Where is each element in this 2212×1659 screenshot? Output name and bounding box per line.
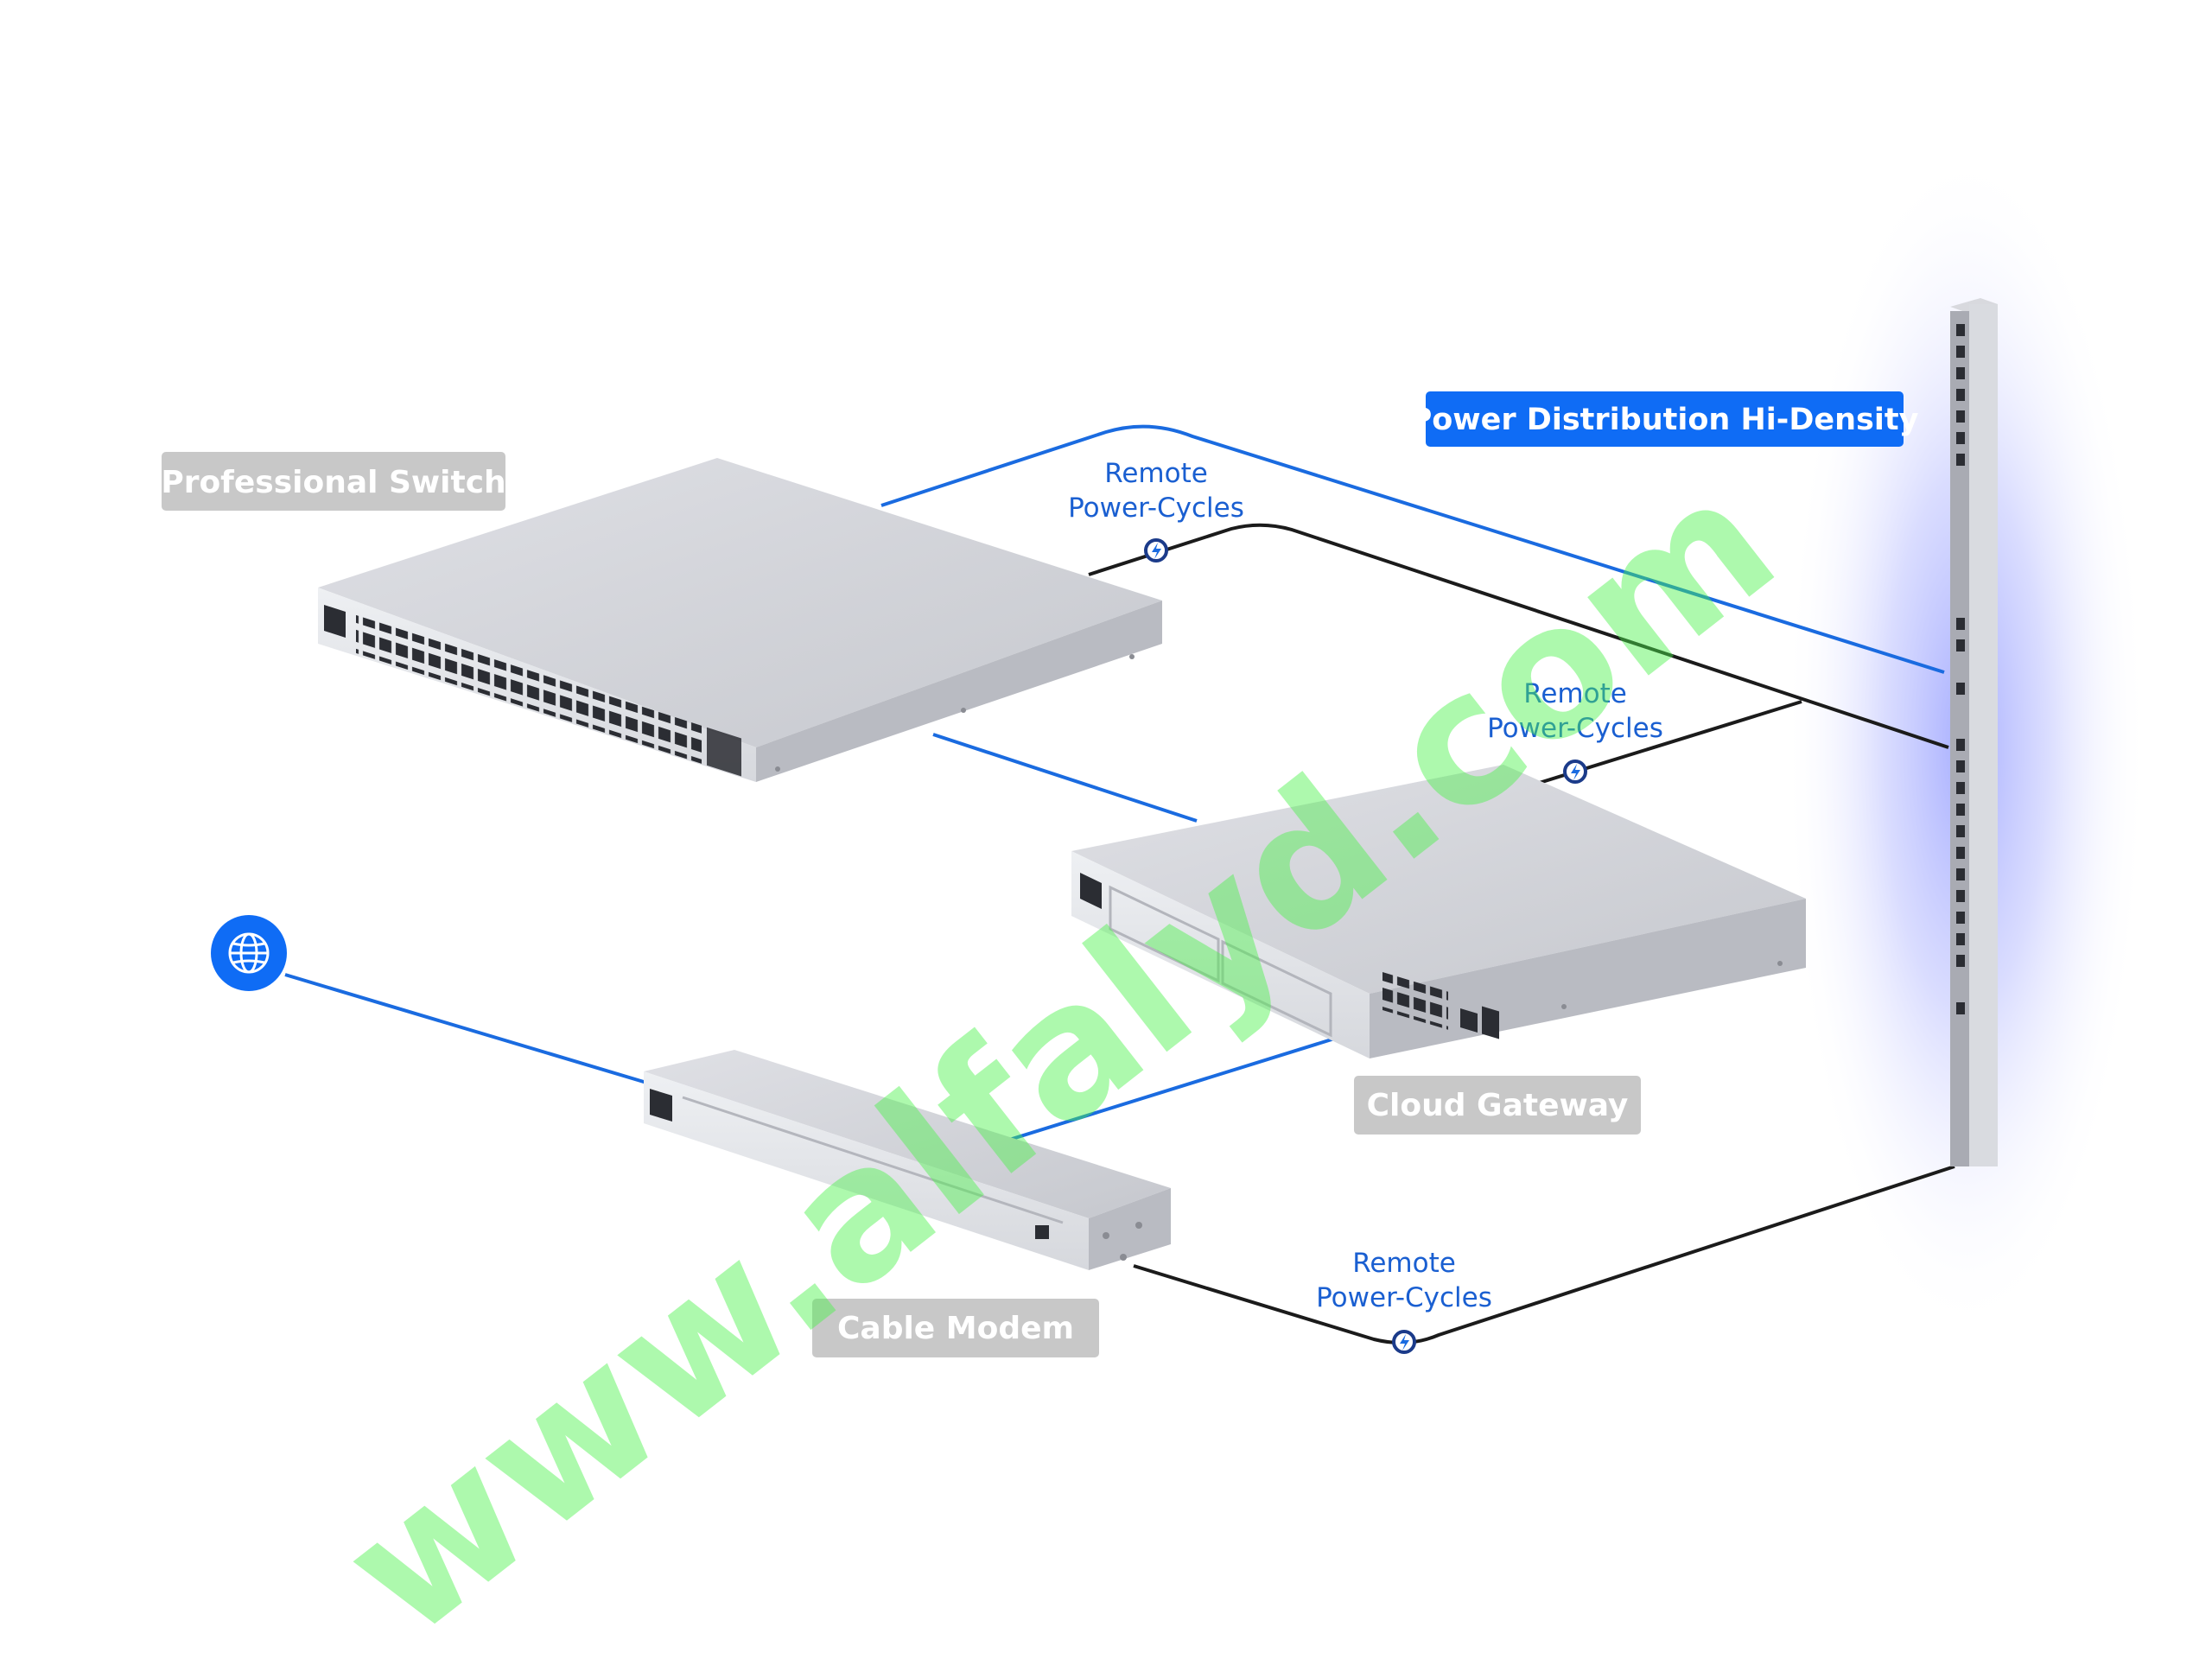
power-bolt-icon [1571,764,1580,780]
annotation-switch-line1: Remote [1104,458,1208,489]
annotation-modem-line2: Power-Cycles [1316,1282,1492,1313]
internet-modem-link [284,973,653,1086]
power-cycle-marker-modem [1392,1330,1416,1354]
label-pdu: Power Distribution Hi-Density [1410,391,1919,447]
annotation-switch-line2: Power-Cycles [1068,493,1244,524]
switch-power-line [1088,523,1949,749]
connection-lines [284,424,1955,1344]
modem-ethernet-port [1035,1225,1049,1239]
globe-icon [228,932,270,974]
power-cycle-marker-gateway [1563,760,1587,784]
pdu-device [1950,298,1998,1166]
label-professional-switch: Professional Switch [161,452,506,511]
modem-power-line [1133,1165,1955,1344]
label-cable-modem: Cable Modem [812,1299,1099,1357]
switch-port-bank [356,614,702,764]
power-bolt-icon [1152,543,1161,559]
annotation-gateway-line2: Power-Cycles [1487,713,1663,744]
cloud-gateway-device [1071,765,1806,1058]
annotation-gateway-line1: Remote [1523,678,1627,709]
gateway-port-bank [1382,972,1448,1030]
label-cloud-gateway: Cloud Gateway [1354,1076,1641,1135]
switch-data-link [880,424,1945,674]
professional-switch-label: Professional Switch [161,465,505,500]
professional-switch-device [318,458,1162,782]
annotation-modem-line1: Remote [1352,1248,1456,1279]
switch-gateway-link [932,733,1198,823]
cloud-gateway-label: Cloud Gateway [1367,1088,1629,1123]
pdu-outlets [1956,324,1965,1014]
cable-modem-label: Cable Modem [837,1311,1074,1346]
pdu-label: Power Distribution Hi-Density [1410,403,1919,437]
power-bolt-icon [1400,1334,1409,1351]
power-cycle-marker-switch [1144,538,1168,563]
internet-node [211,915,287,991]
cable-modem-device [644,1050,1171,1270]
